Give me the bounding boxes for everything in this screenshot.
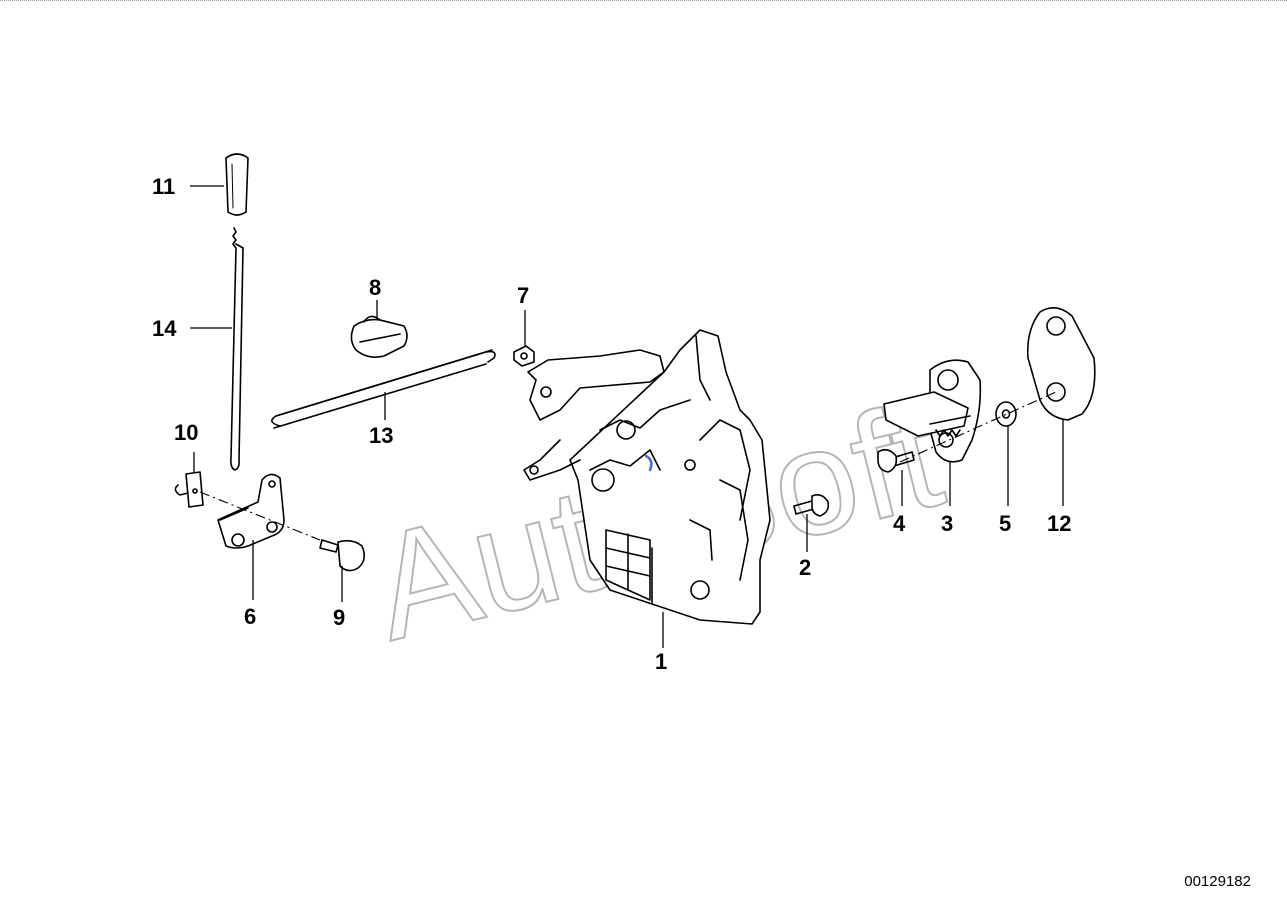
- lever-bolt: [319, 539, 366, 572]
- callout-10: 10: [174, 420, 199, 445]
- axis-line-lever: [199, 491, 321, 541]
- door-striker: [883, 359, 982, 463]
- lock-rod: [230, 227, 244, 471]
- washer: [995, 401, 1017, 427]
- callout-4: 4: [893, 511, 906, 536]
- document-number: 00129182: [1184, 873, 1251, 890]
- callout-8: 8: [369, 275, 382, 300]
- callout-14: 14: [152, 316, 177, 341]
- striker-screw: [877, 448, 915, 473]
- callout-12: 12: [1047, 511, 1072, 536]
- door-lock-knob: [225, 153, 249, 216]
- callout-2: 2: [799, 555, 812, 580]
- callout-1: 1: [655, 649, 668, 674]
- callout-6: 6: [244, 604, 257, 629]
- callout-7: 7: [517, 283, 530, 308]
- door-lock-body: [523, 329, 771, 625]
- callout-5: 5: [999, 511, 1012, 536]
- connecting-rod: [271, 349, 496, 429]
- callout-9: 9: [333, 605, 346, 630]
- operating-lever: [217, 473, 285, 549]
- callout-3: 3: [941, 511, 954, 536]
- callout-13: 13: [369, 423, 394, 448]
- lock-screw: [793, 494, 830, 517]
- retainer-clip: [350, 315, 408, 358]
- rod-clip: [174, 471, 204, 508]
- callout-11: 11: [152, 174, 176, 199]
- axis-line-striker: [899, 391, 1057, 463]
- top-dotted-border: [0, 0, 1287, 1]
- hex-nut: [513, 345, 535, 367]
- backing-plate: [1026, 307, 1096, 421]
